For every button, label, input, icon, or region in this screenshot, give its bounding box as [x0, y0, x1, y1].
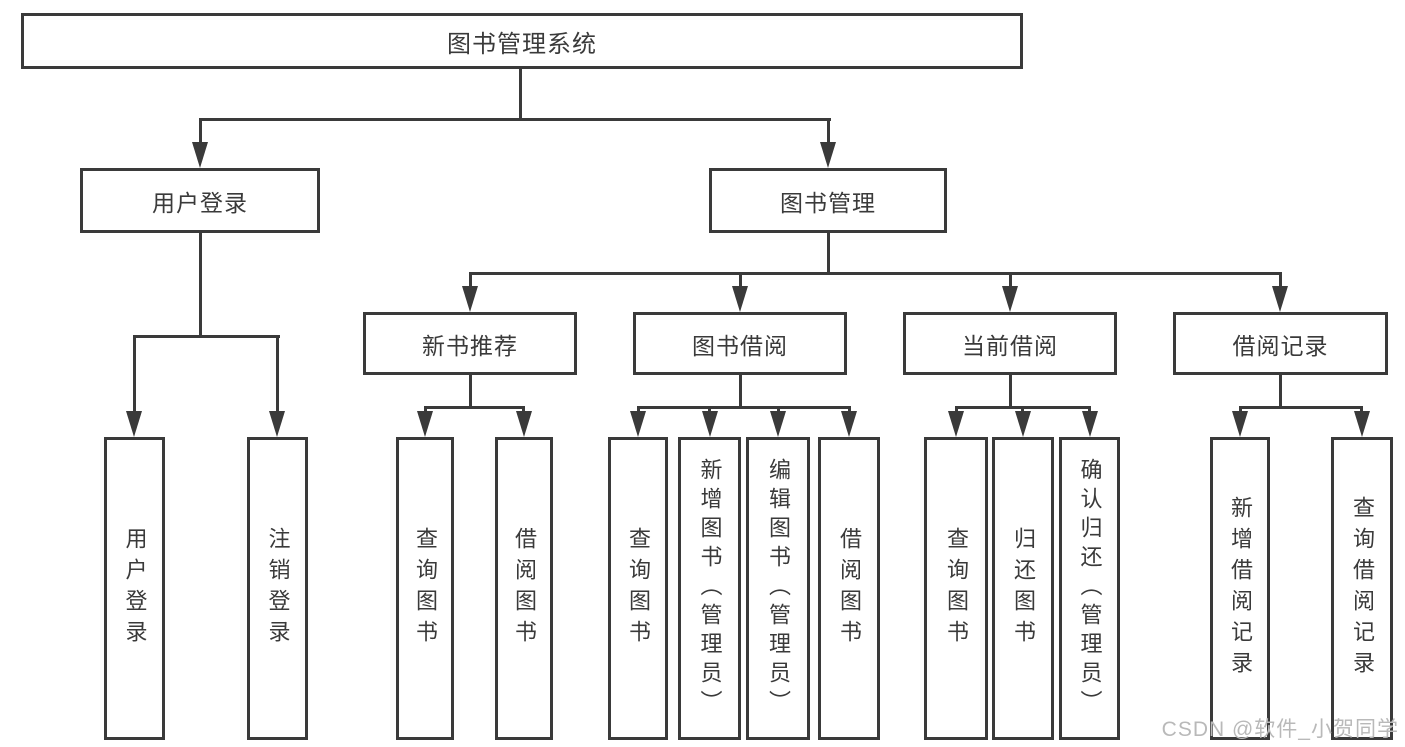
connector-line — [1279, 272, 1282, 290]
connector-line — [133, 335, 280, 338]
arrow-head — [1272, 286, 1288, 312]
arrow-head — [1015, 411, 1031, 437]
arrow-head — [841, 411, 857, 437]
node-label: 借阅记录 — [1232, 332, 1329, 359]
connector-line — [519, 69, 522, 121]
connector-line — [469, 375, 472, 409]
leaf-logout: 注销登录 — [247, 437, 308, 740]
connector-line — [199, 118, 202, 146]
node-label: 用户登录 — [152, 189, 248, 216]
arrow-head — [770, 411, 786, 437]
leaf-query-books-current: 查询图书 — [924, 437, 988, 740]
arrow-head — [1082, 411, 1098, 437]
node-label: 图书管理 — [780, 189, 876, 216]
node-label: 用户登录 — [122, 526, 148, 651]
connector-line — [469, 272, 1282, 275]
node-new-book-recommendation: 新书推荐 — [363, 312, 577, 375]
node-book-management: 图书管理 — [709, 168, 947, 233]
node-book-borrowing: 图书借阅 — [633, 312, 847, 375]
node-label: 查询图书 — [626, 526, 651, 651]
node-user-login: 用户登录 — [80, 168, 320, 233]
arrow-head — [192, 142, 208, 168]
connector-line — [739, 272, 742, 290]
leaf-confirm-return-admin: 确认归还（管理员） — [1059, 437, 1120, 740]
connector-line — [637, 406, 851, 409]
connector-line — [133, 335, 136, 415]
arrow-head — [417, 411, 433, 437]
leaf-query-borrow-record: 查询借阅记录 — [1331, 437, 1393, 740]
connector-line — [199, 118, 831, 121]
node-label: 注销登录 — [265, 526, 291, 651]
leaf-return-book: 归还图书 — [992, 437, 1054, 740]
leaf-add-borrow-record: 新增借阅记录 — [1210, 437, 1270, 740]
leaf-query-books-recommend: 查询图书 — [396, 437, 454, 740]
connector-line — [827, 233, 830, 275]
node-label: 借阅图书 — [512, 526, 537, 651]
arrow-head — [820, 142, 836, 168]
leaf-query-books-borrow: 查询图书 — [608, 437, 668, 740]
connector-line — [276, 335, 279, 415]
node-label: 查询借阅记录 — [1350, 495, 1375, 682]
node-label: 编辑图书（管理员） — [766, 458, 791, 719]
arrow-head — [702, 411, 718, 437]
arrow-head — [1354, 411, 1370, 437]
connector-line — [1279, 375, 1282, 409]
leaf-add-book-admin: 新增图书（管理员） — [678, 437, 741, 740]
connector-line — [739, 375, 742, 409]
node-label: 查询图书 — [944, 526, 969, 651]
node-current-borrowing: 当前借阅 — [903, 312, 1117, 375]
connector-line — [1009, 375, 1012, 409]
node-label: 图书借阅 — [692, 332, 788, 359]
arrow-head — [516, 411, 532, 437]
node-borrowing-records: 借阅记录 — [1173, 312, 1388, 375]
leaf-borrow-books-recommend: 借阅图书 — [495, 437, 553, 740]
arrow-head — [126, 411, 142, 437]
connector-line — [469, 272, 472, 290]
watermark: CSDN @软件_小贺同学 — [1161, 718, 1399, 741]
node-label: 新增图书（管理员） — [697, 458, 723, 719]
connector-line — [1009, 272, 1012, 290]
arrow-head — [732, 286, 748, 312]
arrow-head — [948, 411, 964, 437]
arrow-head — [462, 286, 478, 312]
connector-line — [424, 406, 525, 409]
node-label: 新书推荐 — [422, 332, 518, 359]
connector-line — [199, 233, 202, 338]
node-root: 图书管理系统 — [21, 13, 1023, 69]
node-label: 当前借阅 — [962, 332, 1058, 359]
node-label: 确认归还（管理员） — [1077, 458, 1103, 719]
leaf-user-login: 用户登录 — [104, 437, 165, 740]
node-label: 图书管理系统 — [447, 30, 597, 58]
connector-line — [1239, 406, 1363, 409]
node-label: 借阅图书 — [837, 526, 862, 651]
arrow-head — [1002, 286, 1018, 312]
node-label: 查询图书 — [413, 526, 438, 651]
leaf-borrow-books: 借阅图书 — [818, 437, 880, 740]
arrow-head — [269, 411, 285, 437]
node-label: 新增借阅记录 — [1228, 495, 1253, 682]
connector-line — [827, 118, 830, 146]
node-label: 归还图书 — [1011, 526, 1036, 651]
leaf-edit-book-admin: 编辑图书（管理员） — [746, 437, 810, 740]
arrow-head — [630, 411, 646, 437]
arrow-head — [1232, 411, 1248, 437]
